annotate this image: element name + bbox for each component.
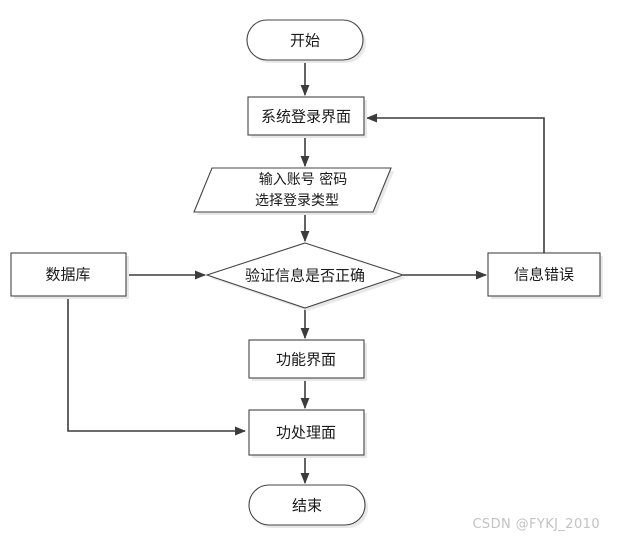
connector-layer [67, 60, 545, 485]
node-error-label: 信息错误 [514, 266, 574, 284]
node-input-label-line1: 输入账号 密码 [259, 171, 347, 188]
node-login-label: 系统登录界面 [261, 108, 351, 126]
node-database[interactable]: 数据库 [10, 252, 129, 299]
node-process[interactable]: 功处理面 [248, 409, 367, 458]
node-input[interactable]: 输入账号 密码 选择登录类型 [193, 167, 394, 215]
node-database-label: 数据库 [45, 266, 90, 284]
node-start-label: 开始 [290, 32, 320, 50]
node-start[interactable]: 开始 [246, 19, 366, 63]
node-verify[interactable]: 验证信息是否正确 [205, 242, 406, 311]
node-error[interactable]: 信息错误 [487, 252, 603, 299]
edge-database-to-process [67, 297, 247, 436]
node-process-label: 功处理面 [276, 424, 336, 442]
node-login[interactable]: 系统登录界面 [247, 96, 367, 138]
node-input-label-line2: 选择登录类型 [255, 193, 339, 209]
node-verify-label: 验证信息是否正确 [245, 267, 365, 285]
node-end[interactable]: 结束 [248, 484, 368, 528]
csdn-watermark: CSDN @FYKJ_2010 [472, 517, 600, 532]
node-function-label: 功能界面 [276, 351, 336, 369]
node-function[interactable]: 功能界面 [248, 339, 367, 381]
node-end-label: 结束 [292, 497, 322, 515]
edge-error-to-login [365, 113, 545, 253]
